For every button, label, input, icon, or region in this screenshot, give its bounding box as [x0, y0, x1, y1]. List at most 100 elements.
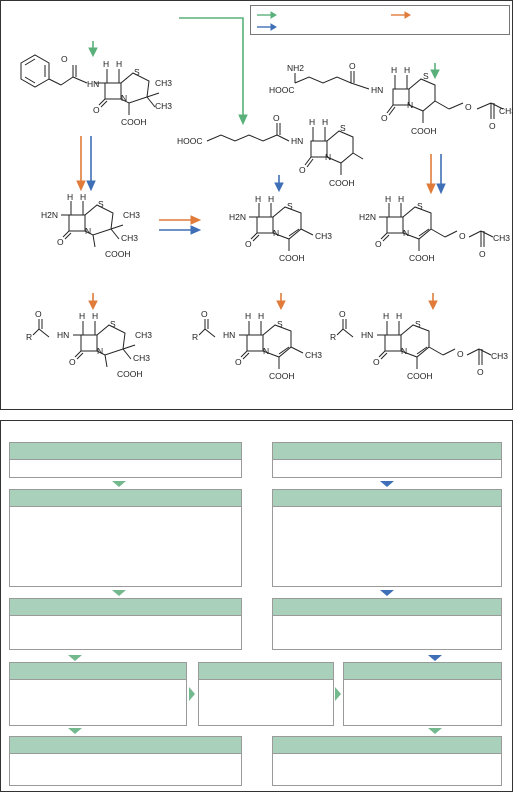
label-h: H — [116, 59, 122, 69]
label-hn: HN — [57, 330, 69, 340]
label-s: S — [287, 201, 293, 211]
structure-r-cephalosporin-adca: O R HN H H S O N CH3 COOH — [192, 309, 322, 381]
label-h: H — [322, 117, 328, 127]
label-cooh: COOH — [121, 117, 147, 127]
label-cooh: COOH — [269, 371, 295, 381]
label-ch3: CH3 — [155, 101, 172, 111]
flow-box-right-5 — [272, 736, 502, 786]
label-h: H — [398, 195, 404, 204]
label-o: O — [299, 165, 306, 175]
label-cooh: COOH — [407, 371, 433, 381]
flow-chevron — [428, 728, 442, 734]
label-ch3: CH3 — [499, 106, 513, 116]
label-ch3: CH3 — [155, 78, 172, 88]
label-o: O — [339, 309, 346, 319]
label-cooh: COOH — [329, 178, 355, 188]
label-o: O — [35, 309, 42, 319]
process-arrows — [76, 17, 446, 311]
label-h: H — [255, 195, 261, 204]
label-hooc: HOOC — [177, 136, 203, 146]
label-s: S — [277, 319, 283, 329]
legend-box — [250, 5, 510, 35]
label-s: S — [340, 123, 346, 133]
flow-box-left-5 — [9, 736, 242, 786]
label-n: N — [401, 346, 407, 356]
label-ch3: CH3 — [123, 210, 140, 220]
flow-box-left-2 — [9, 489, 242, 587]
flow-box-right-3 — [272, 598, 502, 650]
label-h: H — [245, 311, 251, 321]
label-ch3: CH3 — [315, 231, 332, 241]
label-hooc: HOOC — [269, 85, 295, 95]
label-h: H — [404, 65, 410, 75]
flow-chevron — [68, 728, 82, 734]
label-h2n: H2N — [229, 212, 246, 222]
label-o: O — [273, 113, 280, 123]
label-s: S — [134, 67, 140, 77]
label-h2n: H2N — [359, 212, 376, 222]
label-r: R — [192, 332, 198, 342]
label-o: O — [457, 349, 464, 359]
label-n: N — [121, 93, 127, 103]
flow-chevron — [112, 590, 126, 596]
label-s: S — [110, 319, 116, 329]
flow-box-right-2 — [272, 489, 502, 587]
label-s: S — [417, 201, 423, 211]
label-h: H — [92, 311, 98, 321]
scheme-panel: O HN H H S CH3 CH3 COOH O N HOOC HN H H … — [0, 0, 513, 410]
flow-box-left-4 — [9, 662, 187, 726]
flow-box-middle — [198, 662, 334, 726]
flow-box-left-3 — [9, 598, 242, 650]
label-n: N — [263, 346, 269, 356]
label-ch3: CH3 — [491, 351, 508, 361]
label-s: S — [415, 319, 421, 329]
label-h2n: H2N — [41, 210, 58, 220]
label-s: S — [98, 199, 104, 209]
label-hn: HN — [361, 330, 373, 340]
label-h: H — [103, 59, 109, 69]
flow-box-right-4 — [343, 662, 502, 726]
label-n: N — [403, 228, 409, 238]
label-nh2: NH2 — [287, 63, 304, 73]
label-o: O — [375, 239, 382, 249]
label-o: O — [349, 61, 356, 71]
label-cooh: COOH — [117, 369, 143, 379]
label-cooh: COOH — [105, 249, 131, 259]
label-h: H — [385, 195, 391, 204]
flow-chevron-right — [189, 687, 195, 701]
label-n: N — [407, 100, 413, 110]
label-o: O — [381, 113, 388, 123]
flow-chevron — [428, 655, 442, 661]
label-r: R — [26, 332, 32, 342]
label-ch3: CH3 — [133, 353, 150, 363]
label-hn: HN — [87, 79, 99, 89]
label-cooh: COOH — [411, 126, 437, 136]
label-o: O — [373, 357, 380, 367]
label-o: O — [57, 237, 64, 247]
label-h: H — [80, 193, 86, 202]
label-o: O — [489, 121, 496, 131]
label-r: R — [330, 332, 336, 342]
label-n: N — [85, 226, 91, 236]
label-o: O — [235, 357, 242, 367]
label-o: O — [477, 367, 484, 377]
flow-chevron-right — [335, 687, 341, 701]
structure-6-apa: H2N H H S CH3 CH3 O N COOH — [41, 193, 140, 259]
structure-r-penicillin: O R HN H H S CH3 CH3 O N COOH — [26, 309, 152, 379]
label-hn: HN — [291, 136, 303, 146]
label-ch3: CH3 — [135, 330, 152, 340]
structure-7-adca: H2N H H S O N CH3 COOH — [229, 195, 332, 263]
label-o: O — [69, 357, 76, 367]
label-n: N — [325, 152, 331, 162]
flow-chevron — [112, 481, 126, 487]
label-hn: HN — [223, 330, 235, 340]
label-ch3: CH3 — [493, 233, 510, 243]
label-ch3: CH3 — [121, 233, 138, 243]
flow-box-left-1 — [9, 442, 242, 478]
structure-adipyl-7-adca: HOOC HN H H S O N COOH O — [177, 113, 364, 188]
label-s: S — [423, 71, 429, 81]
flow-chevron — [380, 590, 394, 596]
label-h: H — [396, 311, 402, 321]
legend-arrows — [257, 11, 411, 31]
label-o: O — [459, 231, 466, 241]
